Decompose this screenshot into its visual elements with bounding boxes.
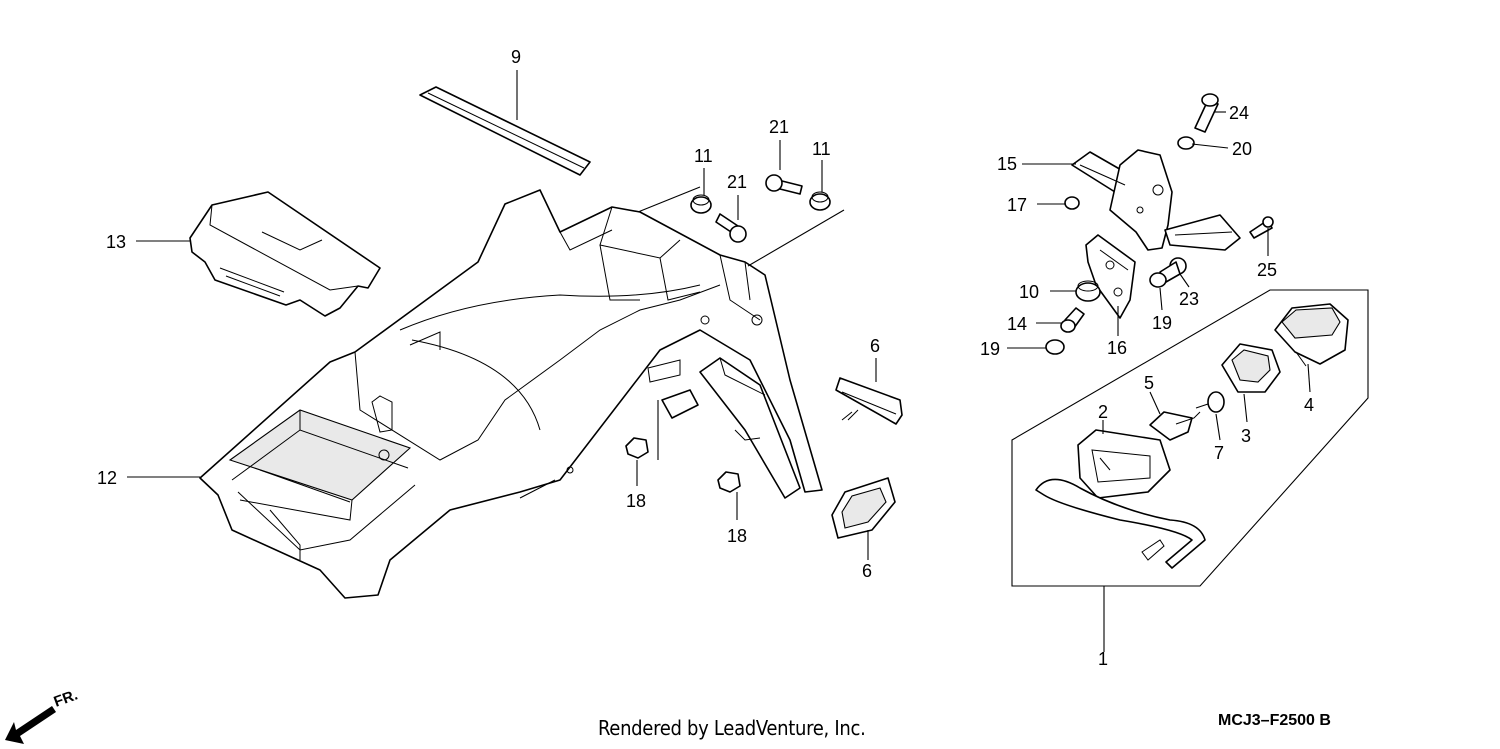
nut-19a-part [1149, 272, 1167, 288]
callout-11b: 11 [812, 139, 831, 159]
bolt-24-part [1194, 93, 1219, 133]
reflector-6b-part [831, 477, 896, 539]
grommet-18b-part [717, 471, 741, 493]
bolt-21b-part [765, 174, 803, 195]
license-light-base-part [1085, 234, 1136, 319]
callout-4: 4 [1304, 395, 1314, 415]
bolt-25-part [1249, 216, 1274, 239]
callout-23: 23 [1179, 289, 1199, 309]
callout-5: 5 [1144, 373, 1154, 393]
render-credit: Rendered by LeadVenture, Inc. [598, 716, 866, 740]
bulb-7-part [1195, 391, 1225, 413]
washer-20-part [1177, 136, 1195, 150]
callout-20: 20 [1232, 139, 1252, 159]
grommet-18a-part [625, 437, 649, 459]
light-lens-4-part [1274, 303, 1349, 367]
callout-14: 14 [1007, 314, 1027, 334]
callout-labels: 9 13 12 11 11 21 21 18 18 6 6 15 17 10 1… [97, 47, 1314, 669]
callout-19b: 19 [980, 339, 1000, 359]
stay-bracket-part [1071, 149, 1241, 251]
callout-12: 12 [97, 468, 117, 488]
nut-19b-part [1045, 339, 1065, 355]
nut-11a-part [690, 194, 712, 214]
grommet-10-part [1075, 280, 1101, 302]
callout-21b: 21 [769, 117, 789, 137]
gasket-5-part [1149, 411, 1201, 441]
rear-fender-part [199, 189, 823, 599]
callout-6a: 6 [870, 336, 880, 356]
leader-lines [127, 70, 1311, 652]
callout-18b: 18 [727, 526, 747, 546]
light-cover-3-part [1221, 343, 1281, 393]
callout-1: 1 [1098, 649, 1108, 669]
callout-10: 10 [1019, 282, 1039, 302]
tray-cover-part [189, 191, 381, 317]
callout-17: 17 [1007, 195, 1027, 215]
seal-strip-part [419, 86, 591, 176]
callout-15: 15 [997, 154, 1017, 174]
callout-16: 16 [1107, 338, 1127, 358]
front-direction-label: FR. [52, 687, 81, 711]
callout-21a: 21 [727, 172, 747, 192]
nut-11b-part [809, 191, 831, 211]
diagram-code: MCJ3–F2500 B [1218, 712, 1331, 729]
callout-11a: 11 [694, 146, 713, 166]
callout-18a: 18 [626, 491, 646, 511]
callout-25: 25 [1257, 260, 1277, 280]
callout-9: 9 [511, 47, 521, 67]
light-frame-outline [1011, 289, 1369, 587]
cap-17-part [1064, 196, 1080, 210]
bolt-21a-part [715, 213, 747, 243]
front-direction-arrow-icon: FR. [5, 687, 80, 744]
reflector-6a-part [835, 377, 903, 425]
callout-6b: 6 [862, 561, 872, 581]
callout-7: 7 [1214, 443, 1224, 463]
socket-base-2-part [1035, 429, 1206, 569]
collar-23-part [1159, 257, 1187, 283]
callout-2: 2 [1098, 402, 1108, 422]
callout-3: 3 [1241, 426, 1251, 446]
callout-19a: 19 [1152, 313, 1172, 333]
collar-14-part [1060, 307, 1085, 333]
callout-13: 13 [106, 232, 126, 252]
callout-24: 24 [1229, 103, 1249, 123]
